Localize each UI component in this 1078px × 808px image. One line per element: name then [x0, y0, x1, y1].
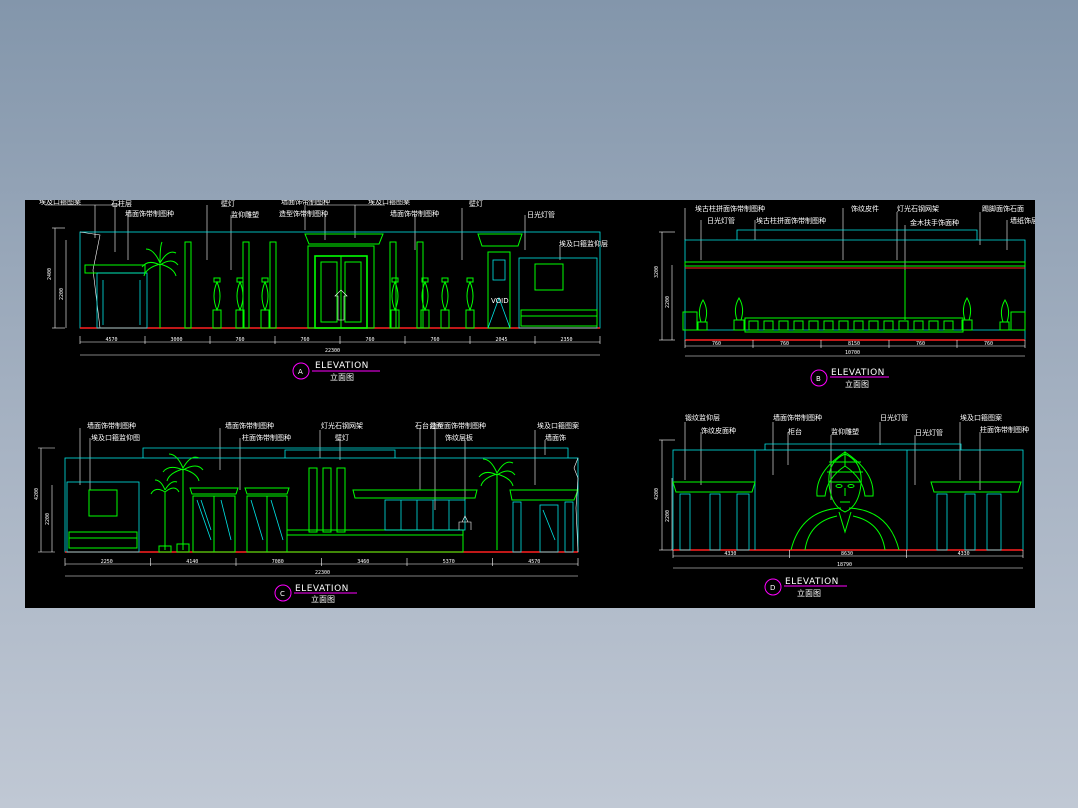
dimension-text: 760	[916, 341, 925, 347]
panel-b-tag: B	[816, 375, 821, 383]
annotation-label: 柜台	[788, 427, 802, 436]
annotation-label: 饰纹皮面种	[701, 426, 736, 435]
annotation-label: 墙面饰	[545, 433, 566, 442]
dimension-text: 4570	[528, 559, 540, 565]
panel-a-title: ELEVATION	[315, 361, 369, 371]
annotation-label: 墙面饰带制图种	[773, 413, 822, 422]
svg-text:2200: 2200	[59, 288, 65, 300]
panel-a-tag: A	[298, 368, 303, 376]
svg-text:2200: 2200	[665, 510, 671, 522]
annotation-label: 埃及口箍图案	[368, 200, 410, 206]
svg-text:2400: 2400	[47, 268, 53, 280]
panel-b-title: ELEVATION	[831, 368, 885, 378]
svg-text:4200: 4200	[34, 488, 40, 500]
annotation-label: 踢脚面饰石面	[982, 204, 1024, 213]
elevation-c: 4200 2200	[34, 421, 579, 604]
dimension-text: 760	[431, 337, 440, 343]
cad-drawing-canvas: 2400 2200 VOID	[34, 200, 1035, 604]
panel-d-tag: D	[770, 584, 775, 592]
annotation-label: 壁灯	[469, 200, 483, 208]
dimension-text: 760	[236, 337, 245, 343]
svg-text:3200: 3200	[654, 266, 660, 278]
panel-c-subtitle: 立面图	[311, 594, 335, 604]
panel-d-title: ELEVATION	[785, 577, 839, 587]
dimension-text: 5370	[443, 559, 455, 565]
svg-text:2200: 2200	[45, 513, 51, 525]
annotation-label: 金木扶手饰面种	[910, 218, 959, 227]
dimension-text: 760	[301, 337, 310, 343]
annotation-label: 墙面饰带制图种	[281, 200, 330, 206]
panel-d-subtitle: 立面图	[797, 588, 821, 598]
annotation-label: 造型饰带制图种	[279, 209, 328, 218]
annotation-label: 墙面饰带制图种	[87, 421, 136, 430]
annotation-label: 埃及口箍监仰层	[559, 239, 608, 248]
dim-total-a: 22300	[325, 348, 340, 354]
annotation-label: 日光灯管	[707, 216, 735, 225]
annotation-label: 墙纸饰层	[1010, 216, 1035, 225]
annotation-label: 灯光石钢网架	[321, 421, 363, 430]
annotation-label: 埃及口箍图案	[39, 200, 81, 206]
dimension-text: 3460	[357, 559, 369, 565]
annotation-label: 饰纹皮件	[851, 204, 879, 213]
annotation-label: 埃及口箍图案	[960, 413, 1002, 422]
dimension-text: 7080	[272, 559, 284, 565]
annotation-label: 造型面饰带制图种	[430, 421, 486, 430]
annotation-label: 柱面饰带制图种	[980, 425, 1029, 434]
dimension-text: 4140	[186, 559, 198, 565]
dimension-text: 2045	[496, 337, 508, 343]
annotation-label: 壁灯	[335, 433, 349, 442]
annotation-label: 锻纹监仰层	[685, 413, 720, 422]
annotation-label: 监仰雕塑	[231, 210, 259, 219]
annotation-label: 墙面饰带制图种	[225, 421, 274, 430]
svg-text:2200: 2200	[665, 296, 671, 308]
dimension-text: 760	[366, 337, 375, 343]
annotation-label: 埃古柱拼面饰带制图种	[756, 216, 826, 225]
dimension-text: 760	[780, 341, 789, 347]
dimension-text: 760	[712, 341, 721, 347]
dimension-text: 2350	[561, 337, 573, 343]
dim-total-b: 10700	[845, 350, 860, 356]
dimension-text: 2250	[101, 559, 113, 565]
dimension-text: 8150	[848, 341, 860, 347]
panel-b-subtitle: 立面图	[845, 379, 869, 389]
annotation-label: 墙面饰带制图种	[390, 209, 439, 218]
elevation-b: 3200 2200 760 760 8150 760 760 10700 B	[654, 204, 1035, 389]
annotation-label: 日光灯管	[527, 210, 555, 219]
annotation-label: 石台台面	[415, 421, 443, 430]
svg-text:4200: 4200	[654, 488, 660, 500]
panel-a-subtitle: 立面图	[330, 372, 354, 382]
annotation-label: 日光灯管	[915, 428, 943, 437]
dim-total-d: 18790	[837, 562, 852, 568]
annotation-label: 壁灯	[221, 200, 235, 208]
panel-c-tag: C	[280, 590, 285, 598]
annotation-label: 监仰雕塑	[831, 427, 859, 436]
elevation-a: 2400 2200 VOID	[39, 200, 608, 382]
annotation-label: 埃及口箍监仰图	[91, 433, 140, 442]
elevation-d: 4200 2200 433	[654, 413, 1029, 598]
dimension-text: 3000	[171, 337, 183, 343]
dimension-text: 4570	[106, 337, 118, 343]
dimension-text: 8630	[841, 551, 853, 557]
dimension-text: 760	[984, 341, 993, 347]
annotation-label: 埃及口箍图案	[537, 421, 579, 430]
panel-c-title: ELEVATION	[295, 584, 349, 594]
annotation-label: 墙面饰带制图种	[125, 209, 174, 218]
cad-drawing-viewport[interactable]: 2400 2200 VOID	[25, 200, 1035, 608]
annotation-label: 柱面饰带制图种	[242, 433, 291, 442]
dimension-text: 4330	[958, 551, 970, 557]
annotation-label: 石柱层	[111, 200, 132, 208]
dim-total-c: 22300	[315, 570, 330, 576]
annotation-label: 灯光石钢网架	[897, 204, 939, 213]
void-label: VOID	[491, 297, 509, 305]
annotation-label: 埃古柱拼面饰带制图种	[695, 204, 765, 213]
annotation-label: 饰纹层板	[445, 433, 473, 442]
annotation-label: 日光灯管	[880, 413, 908, 422]
dimension-text: 4330	[724, 551, 736, 557]
